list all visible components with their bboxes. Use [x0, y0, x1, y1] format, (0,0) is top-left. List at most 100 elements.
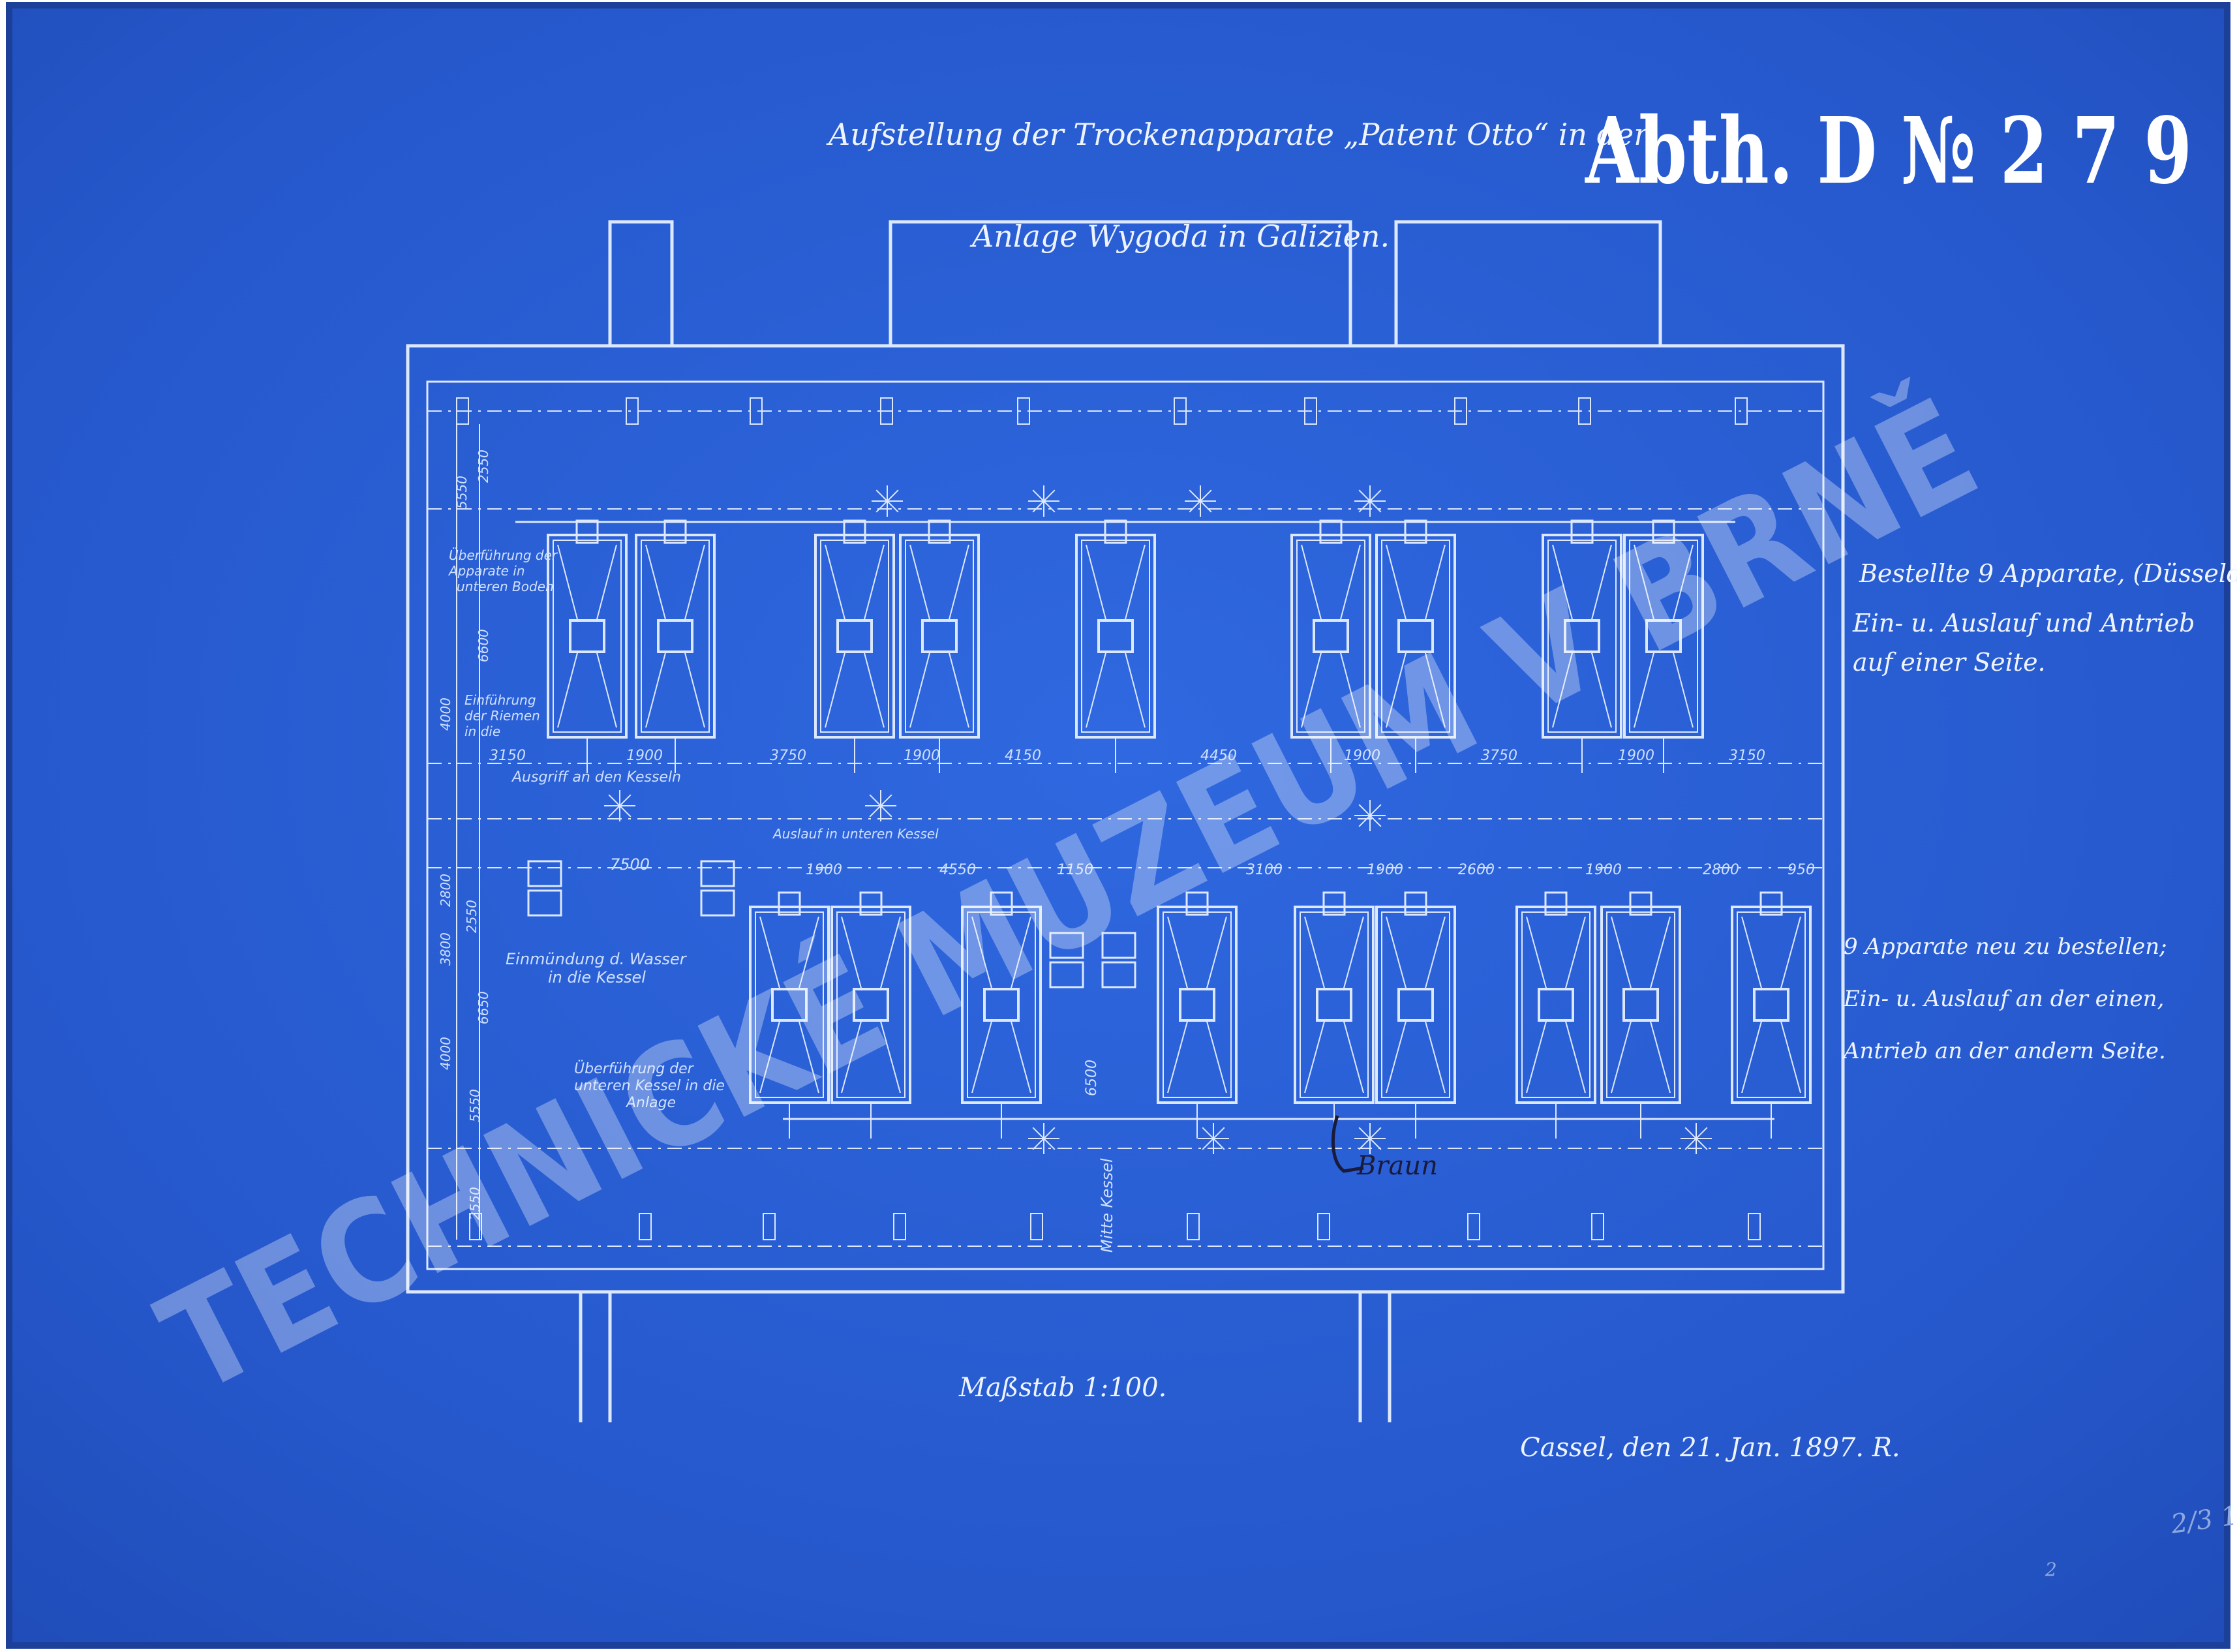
- pencil-mark-2: 2: [2045, 1559, 2057, 1580]
- apparatus-funnel-upper-6: [1386, 544, 1446, 728]
- apparatus-inner-upper-5: [1296, 540, 1365, 733]
- dim-lower-6: 1900: [1585, 862, 1622, 878]
- bottom-bracket-0: [469, 1213, 482, 1240]
- apparatus-inlet-lower-1: [859, 891, 883, 916]
- apparatus-inner-lower-8: [1737, 911, 1806, 1098]
- dim-upper-0: 3150: [489, 748, 526, 764]
- bottom-bracket-1: [639, 1213, 652, 1240]
- spare-box-7: [1101, 961, 1136, 988]
- dim-lower-7: 2800: [1703, 862, 1739, 878]
- dim-misc-a: 7500: [610, 855, 650, 874]
- apparatus-inner-upper-4: [1081, 540, 1150, 733]
- label-mitte-kessel: Mitte Kessel: [1098, 1158, 1116, 1253]
- top-bracket-4: [1017, 397, 1030, 425]
- dim-misc-b: 6500: [1084, 1060, 1100, 1096]
- top-bracket-5: [1174, 397, 1187, 425]
- dim-lower-8: 950: [1788, 862, 1815, 878]
- apparatus-funnel-upper-8: [1634, 544, 1694, 728]
- apparatus-funnel-lower-3: [1167, 916, 1227, 1094]
- dim-upper-1: 1900: [626, 748, 663, 764]
- floor-plan: [406, 220, 1845, 1422]
- apparatus-funnel-lower-6: [1526, 916, 1586, 1094]
- bottom-bracket-6: [1317, 1213, 1330, 1240]
- scale-label: Maßstab 1:100.: [958, 1373, 1166, 1403]
- paper-edge: [6, 2, 2230, 1649]
- bottom-bracket-9: [1748, 1213, 1761, 1240]
- apparatus-center-upper-3: [921, 619, 958, 653]
- apparatus-center-upper-8: [1645, 619, 1682, 653]
- bottom-bracket-3: [893, 1213, 906, 1240]
- apparatus-inlet-upper-8: [1652, 519, 1675, 544]
- dim-lower-1: 4550: [939, 862, 976, 878]
- spare-box-4: [1049, 932, 1084, 959]
- apparatus-inlet-upper-4: [1104, 519, 1127, 544]
- apparatus-center-lower-3: [1179, 988, 1215, 1022]
- apparatus-inner-upper-2: [820, 540, 889, 733]
- light-marker-8: [1198, 1123, 1229, 1154]
- note-upper: Bestellte 9 Apparate, (Düsseldorf.) Ein-…: [1852, 559, 2237, 677]
- apparatus-inlet-upper-1: [663, 519, 687, 544]
- title-line-2: Anlage Wygoda in Galizien.: [969, 219, 1390, 254]
- dim-left-8: 4000: [438, 1037, 453, 1070]
- apparatus-inner-lower-5: [1381, 911, 1450, 1098]
- apparatus-center-lower-2: [983, 988, 1020, 1022]
- top-bracket-6: [1304, 397, 1317, 425]
- spare-box-1: [527, 889, 562, 917]
- spare-box-6: [1049, 961, 1084, 988]
- top-bracket-0: [456, 397, 469, 425]
- label-einfuehrung: Einführung der Riemen in die: [464, 692, 544, 739]
- light-marker-6: [1354, 800, 1386, 831]
- spare-box-2: [700, 860, 735, 887]
- archive-stamp: Abth. D № 2 7 9: [1584, 98, 2192, 205]
- apparatus-center-lower-4: [1316, 988, 1352, 1022]
- apparatus-inlet-upper-0: [575, 519, 599, 544]
- apparatus-funnel-upper-4: [1086, 544, 1146, 728]
- place-date: Cassel, den 21. Jan. 1897. R.: [1520, 1433, 1900, 1463]
- apparatus-inlet-lower-7: [1629, 891, 1652, 916]
- dim-upper-9: 3150: [1729, 748, 1765, 764]
- dim-left-7: 6650: [476, 991, 491, 1024]
- dim-upper-7: 3750: [1481, 748, 1517, 764]
- light-marker-5: [865, 790, 896, 821]
- dim-left-6: 2550: [464, 900, 479, 933]
- apparatus-funnel-upper-0: [557, 544, 617, 728]
- apparatus-inner-lower-4: [1300, 911, 1369, 1098]
- top-bracket-7: [1454, 397, 1467, 425]
- dim-left-2: 5550: [454, 476, 470, 509]
- bottom-bracket-7: [1467, 1213, 1480, 1240]
- apparatus-funnel-lower-4: [1304, 916, 1364, 1094]
- dim-left-10: 2550: [467, 1187, 483, 1220]
- apparatus-funnel-lower-7: [1611, 916, 1671, 1094]
- apparatus-inlet-upper-3: [928, 519, 951, 544]
- apparatus-funnel-lower-0: [759, 916, 819, 1094]
- apparatus-inlet-lower-8: [1759, 891, 1783, 916]
- outer-wall: [406, 344, 1845, 1294]
- apparatus-inlet-lower-6: [1544, 891, 1568, 916]
- dim-lower-5: 2600: [1458, 862, 1495, 878]
- spare-box-5: [1101, 932, 1136, 959]
- top-bracket-9: [1735, 397, 1748, 425]
- spare-box-0: [527, 860, 562, 887]
- bottom-bracket-5: [1187, 1213, 1200, 1240]
- apparatus-funnel-lower-2: [971, 916, 1031, 1094]
- apparatus-funnel-upper-3: [909, 544, 969, 728]
- apparatus-funnel-upper-1: [645, 544, 705, 728]
- label-ausgriff: Ausgriff an den Kesseln: [511, 769, 681, 786]
- label-mid-auslauf: Auslauf in unteren Kessel: [772, 826, 939, 842]
- dim-lower-0: 1900: [806, 862, 842, 878]
- plan-labels: Überführung der Apparate in unteren Bode…: [448, 547, 1116, 1253]
- apparatus-inner-lower-1: [836, 911, 905, 1098]
- apparatus-center-lower-5: [1397, 988, 1434, 1022]
- apparatus-funnel-lower-5: [1386, 916, 1446, 1094]
- dim-upper-5: 4450: [1200, 748, 1237, 764]
- apparatus-center-upper-1: [657, 619, 693, 653]
- left-dimension-lines: [456, 424, 480, 1240]
- top-bracket-8: [1578, 397, 1591, 425]
- light-marker-1: [1028, 485, 1059, 517]
- blueprint-paper: [9, 5, 2227, 1645]
- apparatus-center-lower-0: [771, 988, 808, 1022]
- dim-upper-2: 3750: [770, 748, 806, 764]
- top-bracket-1: [626, 397, 639, 425]
- apparatus-center-upper-4: [1097, 619, 1134, 653]
- dim-lower-4: 1900: [1367, 862, 1403, 878]
